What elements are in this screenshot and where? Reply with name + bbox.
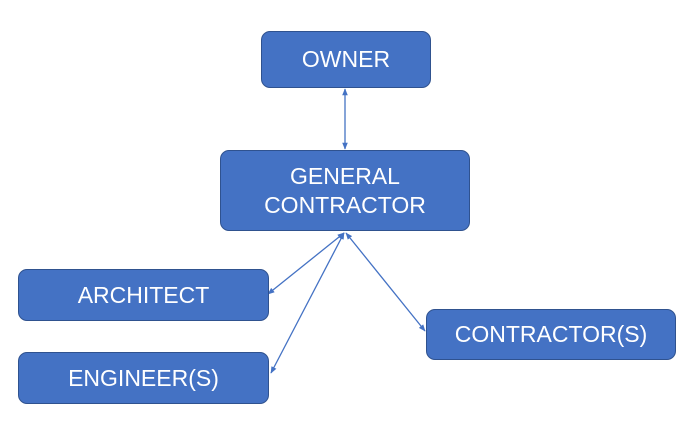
engineer-node: ENGINEER(S) [18,352,269,404]
general-contractor-label-line2: CONTRACTOR [264,191,426,218]
contractor-label: CONTRACTOR(S) [454,321,648,347]
owner-label: OWNER [301,46,391,72]
arrow-gc-contractor [345,232,426,332]
arrow-gc-engineer [270,232,345,374]
engineer-label: ENGINEER(S) [68,364,219,391]
general-contractor-label-line1: GENERAL [290,162,400,189]
owner-node: OWNER [261,31,431,88]
contractor-node: CONTRACTOR(S) [426,309,676,360]
architect-label: ARCHITECT [77,281,210,308]
general-contractor-node: GENERAL CONTRACTOR [220,150,470,231]
architect-node: ARCHITECT [18,269,269,321]
general-contractor-label: GENERAL CONTRACTOR [264,162,426,220]
arrow-gc-architect [267,232,345,295]
